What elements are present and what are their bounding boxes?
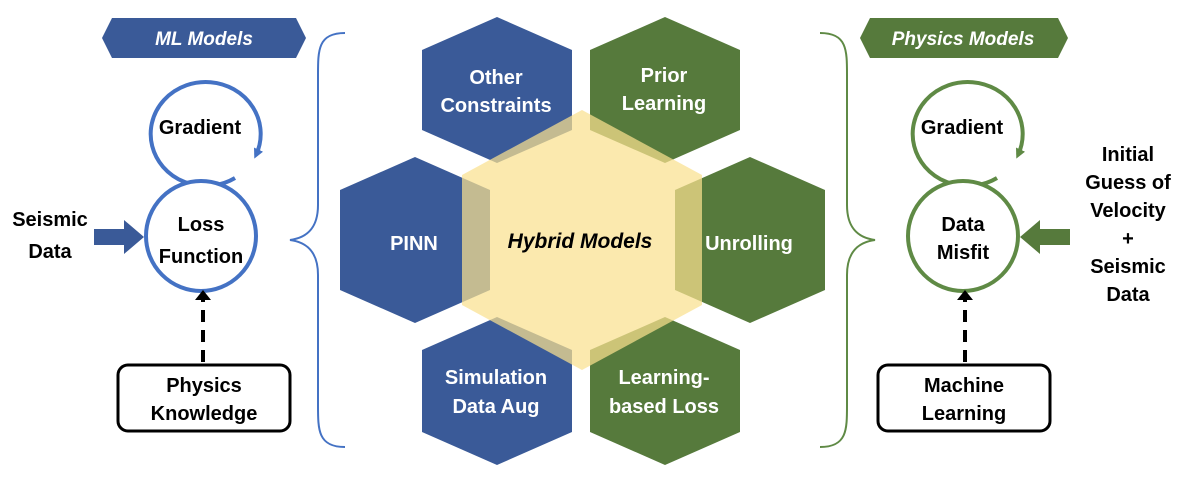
hex-simulation-label-1: Simulation xyxy=(445,367,547,389)
hex-other-constraints xyxy=(422,17,572,163)
hexagon-cluster: Other Constraints Prior Learning PINN Un… xyxy=(340,17,825,465)
hex-other-constraints-label-1: Other xyxy=(469,67,523,89)
physics-input-label-4: + xyxy=(1122,228,1134,250)
loss-function-label-1: Loss xyxy=(178,214,225,236)
physics-models-title: Physics Models xyxy=(892,29,1035,50)
physics-models-panel: Physics Models Gradient Data Misfit Init… xyxy=(860,18,1171,433)
physics-input-label-1: Initial xyxy=(1102,144,1154,166)
physics-input-label-6: Data xyxy=(1106,284,1150,306)
hex-unrolling-label: Unrolling xyxy=(705,233,793,255)
ml-input-label-2: Data xyxy=(28,241,72,263)
physics-knowledge-label-1: Physics xyxy=(166,375,242,397)
physics-knowledge-label-2: Knowledge xyxy=(151,403,258,425)
hex-prior-learning-label-1: Prior xyxy=(641,65,688,87)
ml-input-arrow xyxy=(94,220,144,254)
physics-constraint-arrowhead xyxy=(957,290,973,300)
hex-hybrid-models-label: Hybrid Models xyxy=(508,230,653,253)
loss-function-label-2: Function xyxy=(159,246,243,268)
hex-unrolling xyxy=(675,157,825,323)
physics-input-label-3: Velocity xyxy=(1090,200,1166,222)
machine-learning-box xyxy=(876,363,1052,433)
hex-hybrid-models xyxy=(462,110,702,370)
left-curly-brace xyxy=(289,32,346,448)
loss-function-node xyxy=(144,179,258,293)
ml-models-banner xyxy=(102,18,306,58)
hex-learning-loss-label-2: based Loss xyxy=(609,396,719,418)
hex-pinn xyxy=(340,157,490,323)
ml-constraint-arrowhead xyxy=(195,290,211,300)
physics-models-banner xyxy=(860,18,1068,58)
hex-simulation-label-2: Data Aug xyxy=(452,396,539,418)
hex-learning-based-loss xyxy=(590,317,740,465)
hex-simulation-data-aug xyxy=(422,317,572,465)
ml-gradient-label: Gradient xyxy=(159,117,242,139)
machine-learning-label-1: Machine xyxy=(924,375,1004,397)
hex-prior-learning-label-2: Learning xyxy=(622,93,706,115)
data-misfit-label-1: Data xyxy=(941,214,985,236)
hex-pinn-label: PINN xyxy=(390,233,438,255)
physics-input-label-2: Guess of xyxy=(1085,172,1171,194)
hex-other-constraints-label-2: Constraints xyxy=(440,95,551,117)
ml-input-label-1: Seismic xyxy=(12,209,88,231)
physics-knowledge-box xyxy=(116,363,292,433)
ml-models-panel: ML Models Gradient Loss Function Seismic… xyxy=(12,18,306,433)
right-curly-brace xyxy=(819,32,876,448)
hex-prior-learning xyxy=(590,17,740,163)
data-misfit-label-2: Misfit xyxy=(937,242,990,264)
physics-gradient-label: Gradient xyxy=(921,117,1004,139)
data-misfit-node xyxy=(906,179,1020,293)
hex-learning-loss-label-1: Learning- xyxy=(618,367,709,389)
ml-models-title: ML Models xyxy=(155,29,253,50)
physics-input-arrow xyxy=(1020,220,1070,254)
physics-input-label-5: Seismic xyxy=(1090,256,1166,278)
machine-learning-label-2: Learning xyxy=(922,403,1006,425)
